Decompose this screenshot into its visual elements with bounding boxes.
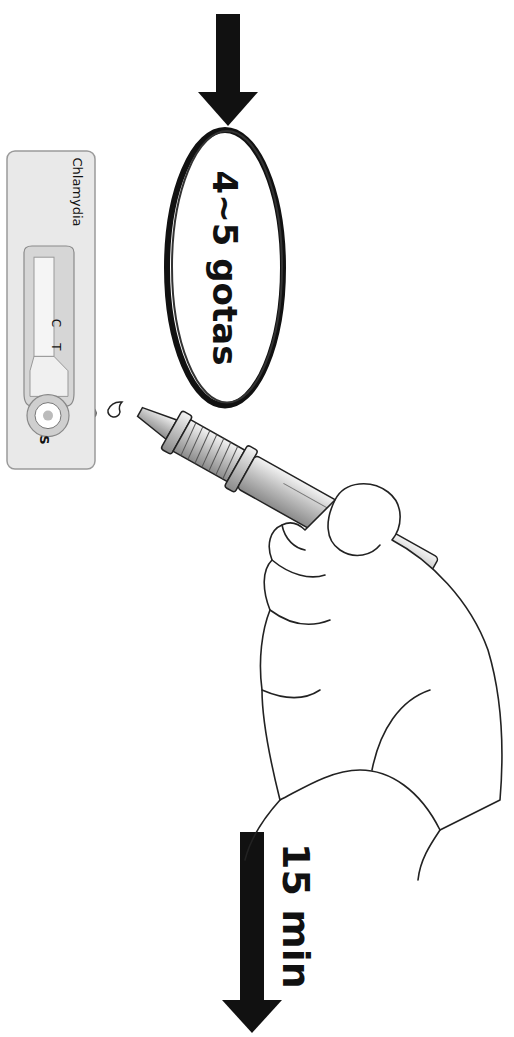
hand (245, 484, 502, 880)
down-arrow (198, 14, 258, 126)
test-line-mark: T (50, 343, 62, 350)
timer-label: 15 min (277, 843, 315, 989)
timer-arrow (222, 832, 282, 1033)
drop-count: 4~5 gotas (208, 171, 242, 366)
sample-well-mark: S (37, 435, 50, 444)
control-line-mark: C (50, 319, 62, 327)
test-name: Chlamydia (71, 157, 84, 226)
drop-oval: 4~5 gotas (163, 126, 287, 410)
test-cassette: ChlamydiaC T S (6, 150, 96, 470)
